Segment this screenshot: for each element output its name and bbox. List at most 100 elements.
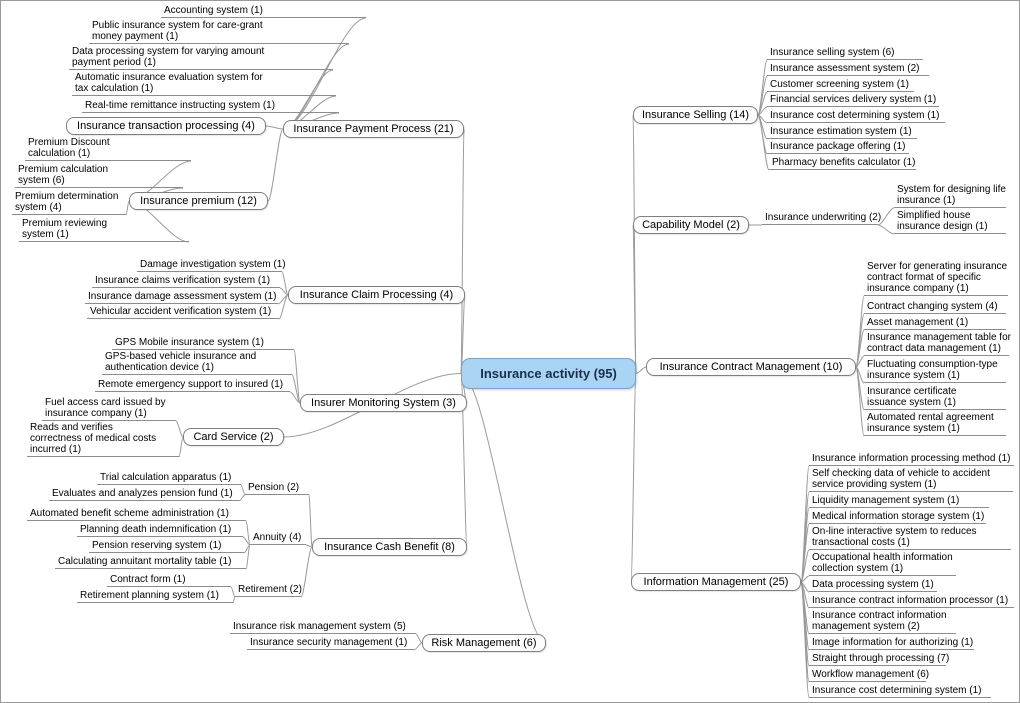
mindmap-node-contract-info-processor[interactable]: Insurance contract information processor… — [809, 595, 1014, 608]
mindmap-node-trial-calculation[interactable]: Trial calculation apparatus (1) — [97, 472, 241, 485]
mindmap-node-assessment-system[interactable]: Insurance assessment system (2) — [767, 63, 929, 76]
mindmap-node-contract-changing[interactable]: Contract changing system (4) — [864, 301, 1006, 314]
mindmap-node-self-checking[interactable]: Self checking data of vehicle to acciden… — [809, 468, 1013, 492]
mindmap-node-estimation-system[interactable]: Insurance estimation system (1) — [767, 126, 917, 139]
node-label-line: Retirement planning system (1) — [80, 590, 219, 601]
node-label-line: Insurance estimation system (1) — [770, 126, 912, 137]
mindmap-edge — [308, 494, 313, 548]
node-label-line: Premium determination — [15, 191, 119, 202]
node-label-line: Image information for authorizing (1) — [812, 637, 974, 648]
mindmap-node-death-indemnification[interactable]: Planning death indemnification (1) — [77, 524, 243, 537]
mindmap-node-selling[interactable]: Insurance Selling (14) — [633, 106, 758, 124]
mindmap-node-gps-mobile[interactable]: GPS Mobile insurance system (1) — [112, 337, 294, 350]
node-label-line: Fuel access card issued by — [45, 397, 166, 408]
node-label-line: Automatic insurance evaluation system fo… — [75, 72, 263, 83]
mindmap-node-benefit-scheme[interactable]: Automated benefit scheme administration … — [27, 508, 246, 521]
mindmap-node-transaction-processing[interactable]: Insurance transaction processing (4) — [66, 117, 266, 135]
mindmap-node-capability[interactable]: Capability Model (2) — [633, 216, 749, 234]
mindmap-node-retirement-planning[interactable]: Retirement planning system (1) — [77, 590, 233, 603]
node-label-line: Pharmacy benefits calculator (1) — [772, 157, 916, 168]
mindmap-node-underwriting[interactable]: Insurance underwriting (2) — [762, 212, 881, 225]
mindmap-node-financial-services[interactable]: Financial services delivery system (1) — [767, 94, 939, 107]
mindmap-node-pension-reserving[interactable]: Pension reserving system (1) — [89, 540, 244, 553]
mindmap-node-information[interactable]: Information Management (25) — [631, 573, 801, 591]
mindmap-node-medical-storage[interactable]: Medical information storage system (1) — [809, 511, 986, 524]
mindmap-node-image-authorizing[interactable]: Image information for authorizing (1) — [809, 637, 974, 650]
mindmap-edge — [245, 544, 251, 570]
mindmap-node-liquidity[interactable]: Liquidity management system (1) — [809, 495, 989, 508]
node-label-line: issuance system (1) — [867, 397, 956, 408]
mindmap-node-customer-screening[interactable]: Customer screening system (1) — [767, 79, 914, 92]
mindmap-node-root[interactable]: Insurance activity (95) — [461, 358, 636, 389]
mindmap-node-damage-investigation[interactable]: Damage investigation system (1) — [137, 259, 286, 272]
mindmap-node-monitoring[interactable]: Insurer Monitoring System (3) — [300, 394, 467, 412]
mindmap-node-package-offering[interactable]: Insurance package offering (1) — [767, 141, 909, 154]
node-label-line: Insurance contract information — [812, 610, 947, 621]
mindmap-node-info-processing-method[interactable]: Insurance information processing method … — [809, 453, 1014, 466]
mindmap-node-vehicular-accident[interactable]: Vehicular accident verification system (… — [87, 306, 279, 319]
mindmap-node-workflow[interactable]: Workflow management (6) — [809, 669, 929, 682]
mindmap-node-asset-management[interactable]: Asset management (1) — [864, 317, 1006, 330]
node-label-line: Insurance claims verification system (1) — [95, 275, 271, 286]
mindmap-edge — [877, 207, 895, 226]
node-label-line: Insurer Monitoring System (3) — [311, 397, 456, 409]
mindmap-node-annuity[interactable]: Annuity (4) — [250, 532, 306, 545]
node-label-line: Insurance contract information processor… — [812, 595, 1009, 606]
node-label-line: Insurance Cash Benefit (8) — [324, 541, 455, 553]
mindmap-node-pharmacy-calculator[interactable]: Pharmacy benefits calculator (1) — [769, 157, 916, 170]
mindmap-node-cost-determining-info[interactable]: Insurance cost determining system (1) — [809, 685, 991, 698]
mindmap-node-selling-system[interactable]: Insurance selling system (6) — [767, 47, 923, 60]
mindmap-node-claims-verification[interactable]: Insurance claims verification system (1) — [92, 275, 280, 288]
mindmap-node-annuitant-mortality[interactable]: Calculating annuitant mortality table (1… — [55, 556, 246, 569]
mindmap-node-contract-management[interactable]: Insurance Contract Management (10) — [646, 358, 856, 376]
mindmap-node-accounting[interactable]: Accounting system (1) — [161, 5, 366, 18]
mindmap-node-cost-determining-selling[interactable]: Insurance cost determining system (1) — [767, 110, 945, 123]
mindmap-node-risk-management-system[interactable]: Insurance risk management system (5) — [230, 621, 416, 634]
mindmap-node-evaluates-pension[interactable]: Evaluates and analyzes pension fund (1) — [49, 488, 239, 501]
mindmap-edge — [281, 271, 289, 296]
mindmap-node-security-management[interactable]: Insurance security management (1) — [247, 637, 414, 650]
mindmap-node-cash-benefit[interactable]: Insurance Cash Benefit (8) — [312, 538, 467, 556]
mindmap-node-remote-emergency[interactable]: Remote emergency support to insured (1) — [95, 379, 290, 392]
mindmap-node-straight-through[interactable]: Straight through processing (7) — [809, 653, 949, 666]
mindmap-node-data-processing[interactable]: Data processing system (1) — [809, 579, 937, 592]
mindmap-node-risk[interactable]: Risk Management (6) — [422, 634, 546, 652]
mindmap-node-claim[interactable]: Insurance Claim Processing (4) — [288, 286, 465, 304]
mindmap-edge — [175, 420, 184, 438]
mindmap-node-premium[interactable]: Insurance premium (12) — [129, 192, 268, 210]
node-label-line: Insurance risk management system (5) — [233, 621, 406, 632]
mindmap-node-card-service[interactable]: Card Service (2) — [183, 428, 284, 446]
mindmap-node-pension[interactable]: Pension (2) — [245, 482, 309, 495]
mindmap-node-remittance[interactable]: Real-time remittance instructing system … — [82, 100, 339, 113]
mindmap-node-damage-assessment[interactable]: Insurance damage assessment system (1) — [85, 291, 278, 304]
node-label-line: Risk Management (6) — [431, 637, 537, 649]
mindmap-node-payment[interactable]: Insurance Payment Process (21) — [283, 120, 464, 138]
mindmap-edge — [238, 494, 246, 502]
mindmap-node-auto-evaluation[interactable]: Automatic insurance evaluation system fo… — [72, 72, 336, 96]
mindmap-node-contract-form[interactable]: Contract form (1) — [107, 574, 231, 587]
mindmap-edge — [800, 549, 810, 583]
mindmap-node-retirement[interactable]: Retirement (2) — [235, 584, 302, 597]
node-label-line: Capability Model (2) — [642, 219, 740, 231]
node-label-line: Medical information storage system (1) — [812, 511, 985, 522]
node-label-line: Premium Discount — [28, 137, 110, 148]
mindmap-node-varying-amount[interactable]: Data processing system for varying amoun… — [69, 46, 333, 70]
